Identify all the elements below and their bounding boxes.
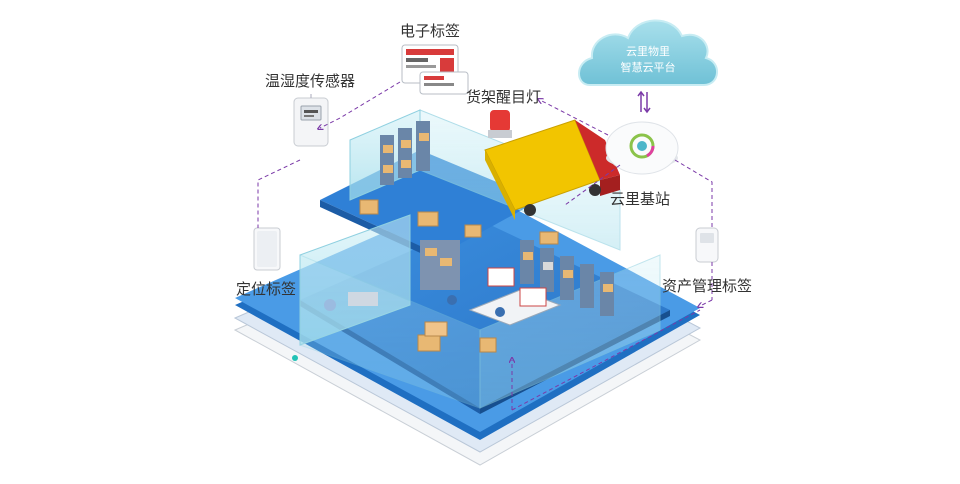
cloud-platform-icon (578, 19, 718, 86)
cloud-line2: 智慧云平台 (620, 61, 676, 74)
cloud-label: 云里物里 智慧云平台 (598, 44, 698, 76)
shelf-light-label: 货架醒目灯 (466, 88, 542, 106)
base-station-icon (605, 121, 679, 175)
sync-arrows-icon (637, 90, 651, 114)
positioning-tag-icon (253, 227, 281, 271)
shelf-light-icon (488, 110, 512, 138)
cargo-boxes (359, 199, 559, 353)
asset-tag-icon (695, 227, 719, 263)
positioning-tag-label: 定位标签 (236, 280, 297, 298)
asset-tag-label: 资产管理标签 (662, 277, 753, 295)
office-area (324, 267, 562, 326)
temp-humidity-sensor-icon (293, 94, 329, 147)
electronic-tag-icon (401, 44, 469, 95)
wireless-links (257, 81, 713, 411)
cloud-line1: 云里物里 (626, 45, 670, 58)
node-dot-icon (292, 355, 298, 361)
base-station-label: 云里基站 (610, 190, 671, 208)
temp-humidity-sensor-label: 温湿度传感器 (265, 72, 356, 90)
shelving-racks (380, 121, 614, 316)
electronic-tag-label: 电子标签 (400, 22, 461, 40)
